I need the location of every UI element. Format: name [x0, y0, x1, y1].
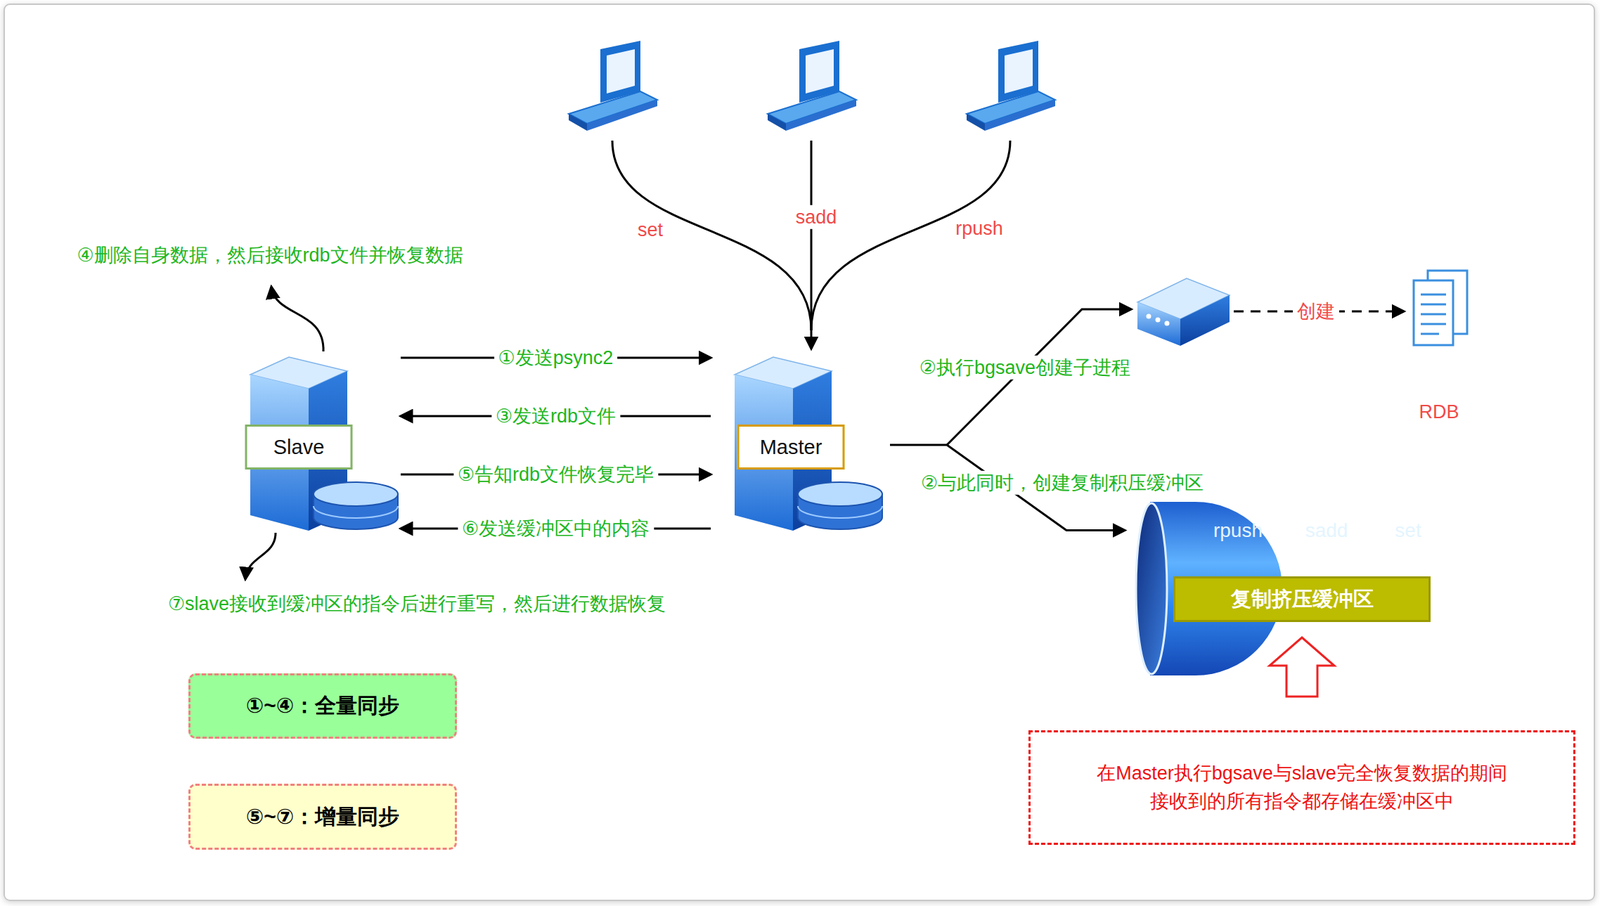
rdb-file-icon: [1413, 280, 1454, 346]
client-command-line: [612, 140, 1011, 349]
client-command-line: [810, 140, 813, 349]
buffer-pipe: rpush sadd set: [1134, 501, 1467, 559]
client-laptop: [568, 40, 1056, 131]
child-process-icon: [1155, 317, 1161, 323]
rdb-file-icon: [1420, 323, 1447, 326]
pipe-shape: [1134, 501, 1283, 676]
server-icon: [797, 506, 883, 519]
server-icon: [734, 357, 883, 531]
client-laptop: [568, 40, 658, 131]
edge-label: ⑤告知rdb文件恢复完毕: [453, 462, 658, 487]
flow-arrow: [400, 527, 711, 531]
flow-arrow: [400, 357, 711, 360]
rdb-file-icon: [1420, 293, 1447, 296]
client-laptop: [1004, 49, 1033, 94]
command-label: sadd: [791, 205, 842, 230]
rdb-file-icon: [1420, 333, 1440, 336]
hollow-arrow: [1269, 637, 1335, 697]
node-label: Master: [737, 424, 845, 470]
child-process-icon: [1180, 295, 1230, 346]
server-icon: [734, 374, 793, 531]
page-frame: [4, 4, 1595, 901]
pipe-body: [1150, 501, 1283, 676]
server-icon: [797, 482, 883, 507]
client-laptop: [785, 99, 857, 131]
callout-arrow: [271, 286, 324, 352]
edge-label: ⑥发送缓冲区中的内容: [457, 516, 654, 541]
child-process-icon: [1137, 278, 1230, 346]
client-command-line: [612, 140, 812, 331]
flow-arrow: [400, 473, 711, 476]
client-command-line: [811, 140, 1011, 331]
master-server: Master: [734, 357, 883, 531]
child-process-icon: [1164, 321, 1170, 327]
child-process-icon: [1137, 302, 1181, 346]
file-label: RDB: [1414, 400, 1463, 424]
buffer-title-box: 复制挤压缓冲区: [1173, 576, 1431, 623]
slave-server: Slave: [250, 357, 398, 531]
node-label: ①~④：全量同步: [246, 691, 400, 721]
legend-box: ①~④：全量同步: [188, 673, 457, 739]
branch-line: [946, 309, 1132, 445]
action-label: 创建: [1292, 299, 1340, 324]
edge-label: ②与此同时，创建复制积压缓冲区: [916, 471, 1208, 495]
edge-label: ③发送rdb文件: [491, 404, 621, 429]
note-box: 在Master执行bgsave与slave完全恢复数据的期间 接收到的所有指令都…: [1028, 730, 1576, 845]
node-label: ⑤~⑦：增量同步: [246, 802, 400, 832]
command-label: rpush: [951, 216, 1008, 241]
child-process-icon: [1146, 314, 1152, 320]
client-laptop: [568, 113, 587, 131]
server-icon: [250, 374, 309, 531]
buffer-command: sadd: [1305, 519, 1349, 543]
flow-arrow: [400, 415, 711, 418]
server-icon: [313, 482, 398, 507]
client-laptop: [984, 99, 1056, 131]
dashed-arrow: [1233, 310, 1404, 313]
client-laptop: [966, 113, 985, 131]
flow-arrow: [889, 444, 1125, 531]
step-note: ②执行bgsave创建子进程: [915, 355, 1135, 380]
client-laptop: [966, 40, 1056, 131]
callout-arrow: [245, 286, 324, 580]
node-label: 在Master执行bgsave与slave完全恢复数据的期间 接收到的所有指令都…: [1030, 759, 1574, 815]
buffer-command: rpush: [1213, 519, 1263, 543]
buffer-command: set: [1394, 519, 1421, 543]
command-label: set: [633, 217, 668, 242]
client-laptop: [767, 113, 786, 131]
rdb-file-icon: [1413, 270, 1468, 346]
client-laptop: [767, 40, 857, 131]
rdb-file-icon: [1420, 313, 1447, 316]
pipe-opening: [1136, 503, 1167, 675]
client-laptop: [606, 49, 635, 94]
edge-label: ①发送psync2: [494, 345, 618, 370]
client-laptop: [586, 99, 658, 131]
legend-box: ⑤~⑦：增量同步: [188, 783, 457, 850]
client-laptop: [805, 49, 834, 94]
step-note: ⑦slave接收到缓冲区的指令后进行重写，然后进行数据恢复: [163, 591, 670, 616]
node-label: Slave: [245, 424, 353, 470]
rdb-file-icon: [1420, 303, 1447, 306]
node-label: 复制挤压缓冲区: [1230, 585, 1374, 614]
callout-arrow: [245, 532, 276, 580]
step-note: ④删除自身数据，然后接收rdb文件并恢复数据: [72, 243, 467, 268]
server-icon: [313, 506, 398, 519]
server-icon: [250, 357, 398, 531]
